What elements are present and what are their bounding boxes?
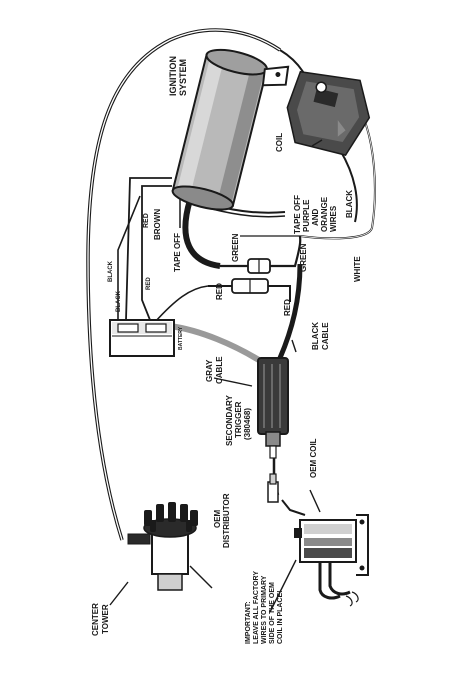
label-red-right: RED (283, 299, 292, 316)
label-tape-off-wires-4: ORANGE (320, 196, 329, 232)
label-secondary-trigger-2: TRIGGER (234, 401, 243, 438)
ignition-system (171, 48, 290, 211)
red-connector (231, 278, 269, 294)
green-wire-right (268, 235, 302, 268)
oem-coil (294, 514, 369, 607)
label-arrows (109, 139, 323, 613)
label-important-3: WIRES TO PRIMARY (261, 575, 268, 644)
label-coil: COIL (275, 133, 284, 152)
coil-plug-link (281, 499, 306, 516)
label-secondary-trigger-1: SECONDARY (225, 395, 234, 446)
label-battery: BATTERY (178, 326, 184, 350)
oem-coil-bracket (356, 514, 369, 576)
black-wire-right (339, 149, 358, 223)
green-connector (247, 258, 271, 274)
black-cable (277, 263, 303, 359)
label-center-tower-2: TOWER (101, 604, 110, 634)
gray-cable (169, 323, 264, 365)
label-black-left: BLACK (108, 260, 114, 282)
coil (286, 70, 371, 156)
wires (86, 28, 376, 541)
label-black-small: BLACK (116, 290, 122, 312)
battery-red-lead (154, 285, 209, 323)
label-tape-off-wires-1: TAPE OFF (293, 195, 302, 234)
labels: IGNITION SYSTEM COIL TAPE OFF PURPLE AND… (91, 56, 362, 644)
label-oem-distributor-2: DISTRIBUTOR (222, 493, 231, 548)
brown-wire (125, 177, 172, 321)
label-gray-cable-1: GRAY (205, 359, 214, 382)
red-wire-right (268, 285, 291, 302)
label-tape-off-wires-3: AND (311, 208, 320, 226)
battery-terminal-pos (145, 323, 167, 333)
label-oem-coil: OEM COIL (309, 438, 318, 478)
label-ignition-system: IGNITION (168, 56, 178, 96)
label-secondary-trigger-3: (380468) (243, 408, 252, 440)
label-important-4: SIDE OF THE OEM (269, 582, 276, 644)
label-red-small: RED (146, 277, 152, 290)
label-oem-distributor-1: OEM (213, 509, 222, 528)
battery (109, 319, 175, 357)
distributor-cap-towers (144, 502, 198, 532)
battery-terminal-neg (117, 323, 139, 333)
label-red-top: RED (143, 213, 150, 228)
label-green-left: GREEN (231, 233, 240, 262)
secondary-trigger (257, 357, 289, 459)
label-tape-off: TAPE OFF (173, 233, 182, 272)
label-gray-cable-2: CABLE (215, 356, 224, 384)
label-center-tower-1: CENTER (91, 603, 100, 636)
red-wire-top (141, 185, 172, 321)
oem-distributor (127, 502, 198, 591)
ignition-harness (182, 199, 221, 269)
black-wire-left (117, 195, 141, 322)
label-ignition-system-2: SYSTEM (178, 59, 188, 96)
label-red-left: RED (215, 283, 224, 300)
label-important-1: IMPORTANT: (245, 601, 252, 644)
label-important-2: LEAVE ALL FACTORY (253, 571, 260, 644)
label-green-right: GREEN (299, 243, 308, 272)
coil-boot (267, 473, 279, 503)
label-tape-off-wires-2: PURPLE (302, 199, 311, 232)
label-important-5: COIL IN PLACE! (277, 590, 284, 644)
label-tape-off-wires-5: WIRES (329, 205, 338, 232)
label-black-right: BLACK (345, 190, 354, 218)
label-black-cable-2: CABLE (321, 322, 330, 350)
label-brown: BROWN (153, 209, 162, 240)
label-white: WHITE (353, 256, 362, 282)
label-black-cable-1: BLACK (311, 322, 320, 350)
